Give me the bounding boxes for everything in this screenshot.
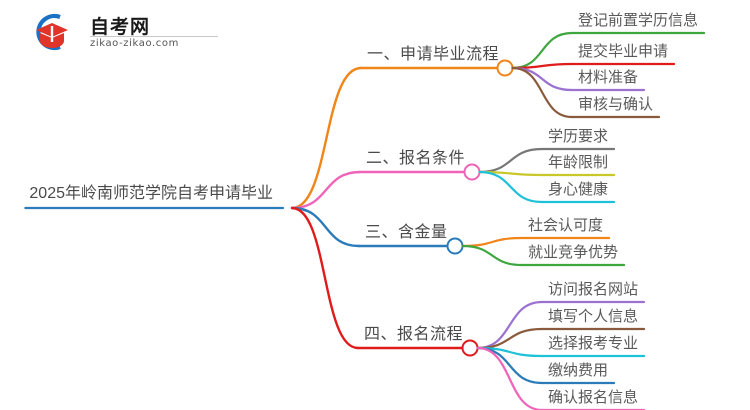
leaf-node-label-1-2[interactable]: 提交毕业申请 xyxy=(578,43,669,60)
leaf-node-label-3-2[interactable]: 就业竞争优势 xyxy=(528,244,619,261)
leaf-node-label-1-3[interactable]: 材料准备 xyxy=(578,69,639,86)
branch-node-label-4[interactable]: 四、报名流程 xyxy=(363,326,463,343)
root-node-label: 2025年岭南师范学院自考申请毕业 xyxy=(29,185,273,202)
leaf-node-label-2-2[interactable]: 年龄限制 xyxy=(548,154,609,171)
leaf-node-label-4-5[interactable]: 确认报名信息 xyxy=(548,389,639,406)
branch-node-label-3[interactable]: 三、含金量 xyxy=(364,224,448,241)
leaf-node-label-2-1[interactable]: 学历要求 xyxy=(548,128,609,145)
logo-name-cn: 自考网 xyxy=(90,17,151,38)
logo-divider xyxy=(90,36,218,37)
site-logo: 自考网 zikao-zikao.com xyxy=(30,8,240,56)
leaf-node-label-1-4[interactable]: 审核与确认 xyxy=(578,96,654,113)
logo-domain: zikao-zikao.com xyxy=(90,38,179,49)
leaf-node-label-1-1[interactable]: 登记前置学历信息 xyxy=(578,12,699,29)
leaf-node-label-3-1[interactable]: 社会认可度 xyxy=(528,217,604,234)
leaf-node-label-4-4[interactable]: 缴纳费用 xyxy=(548,362,609,379)
branch-node-label-2[interactable]: 二、报名条件 xyxy=(365,150,465,167)
branch-node-label-1[interactable]: 一、申请毕业流程 xyxy=(366,46,499,63)
leaf-node-label-4-1[interactable]: 访问报名网站 xyxy=(548,281,639,298)
graduation-cap-icon xyxy=(36,13,68,51)
leaf-node-label-2-3[interactable]: 身心健康 xyxy=(548,181,609,198)
leaf-node-label-4-2[interactable]: 填写个人信息 xyxy=(548,308,639,325)
leaf-node-label-4-3[interactable]: 选择报考专业 xyxy=(548,335,639,352)
